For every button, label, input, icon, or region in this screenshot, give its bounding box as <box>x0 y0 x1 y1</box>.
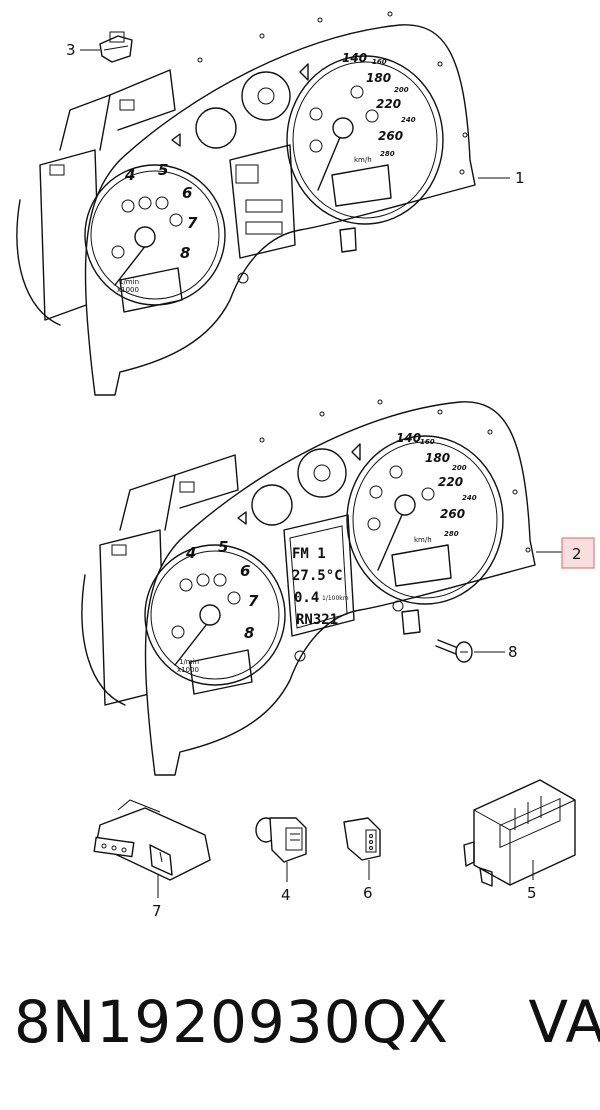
speedo-tick-160: 160 <box>372 58 387 66</box>
speedo2-unit: km/h <box>414 536 432 544</box>
callout-5: 5 <box>527 884 537 902</box>
brand-name: VAG <box>528 988 600 1056</box>
display-line-4: RN321 <box>296 612 338 628</box>
tach-tick-5: 5 <box>158 161 168 179</box>
tach-tick-8: 8 <box>180 244 190 262</box>
tach2-tick-4: 4 <box>185 544 196 562</box>
speedo2-tick-160: 160 <box>420 438 435 446</box>
speedo2-tick-180: 180 <box>425 451 450 465</box>
tach2-tick-5: 5 <box>218 538 228 556</box>
speedo-tick-220: 220 <box>376 97 401 111</box>
display-line-2: 27.5°C <box>292 568 343 584</box>
speedo2-tick-200: 200 <box>452 464 467 472</box>
speedo2-tick-240: 240 <box>462 494 477 502</box>
speedo-tick-280: 280 <box>380 150 395 158</box>
callout-8: 8 <box>508 643 518 661</box>
instrument-cluster-upper: 4 5 6 7 8 1/min x1000 140 160 180 200 22… <box>16 11 476 396</box>
tach-tick-4: 4 <box>124 166 135 184</box>
part-number: 8N1920930QX <box>14 988 449 1056</box>
callout-7: 7 <box>152 902 162 920</box>
callout-1: 1 <box>515 169 525 187</box>
callout-4: 4 <box>281 886 291 904</box>
tach-unit-line1: 1/min <box>119 278 139 286</box>
callout-6: 6 <box>363 884 373 902</box>
callout-3: 3 <box>66 41 76 59</box>
display-line-3-value: 0.4 <box>294 590 319 606</box>
tach2-tick-6: 6 <box>240 562 250 580</box>
speedo2-tick-280: 280 <box>444 530 459 538</box>
display-line-3-unit: 1/100km <box>322 595 349 602</box>
tach2-unit-line1: 1/min <box>179 658 199 666</box>
bracket-part-7 <box>93 799 211 881</box>
socket-part-4 <box>255 817 307 863</box>
speedo-tick-180: 180 <box>366 71 391 85</box>
speedo-tick-200: 200 <box>394 86 409 94</box>
callout-2: 2 <box>572 545 582 563</box>
callout-2-highlight <box>561 537 595 569</box>
part-number-footer: 8N1920930QX VAG <box>14 988 600 1056</box>
tach2-tick-8: 8 <box>244 624 254 642</box>
bulb-holder-part-3 <box>99 31 133 63</box>
tach2-unit-line2: x1000 <box>177 666 199 674</box>
speedo-tick-140: 140 <box>342 51 367 65</box>
tach2-tick-7: 7 <box>248 592 259 610</box>
speedo-tick-240: 240 <box>401 116 416 124</box>
speedo2-tick-220: 220 <box>438 475 463 489</box>
speedo-unit: km/h <box>354 156 372 164</box>
connector-part-6 <box>343 817 381 861</box>
display-line-1: FM 1 <box>292 546 326 562</box>
speedo2-tick-260: 260 <box>440 507 465 521</box>
speedo2-tick-140: 140 <box>396 431 421 445</box>
tach-unit-line2: x1000 <box>117 286 139 294</box>
tach-tick-6: 6 <box>182 184 192 202</box>
speedo-tick-260: 260 <box>378 129 403 143</box>
instrument-cluster-lower: 4 5 6 7 8 1/min x1000 140 160 180 200 22… <box>81 399 536 776</box>
tach-tick-7: 7 <box>187 214 198 232</box>
control-module-part-5 <box>463 779 576 887</box>
screw-part-8 <box>435 639 473 663</box>
